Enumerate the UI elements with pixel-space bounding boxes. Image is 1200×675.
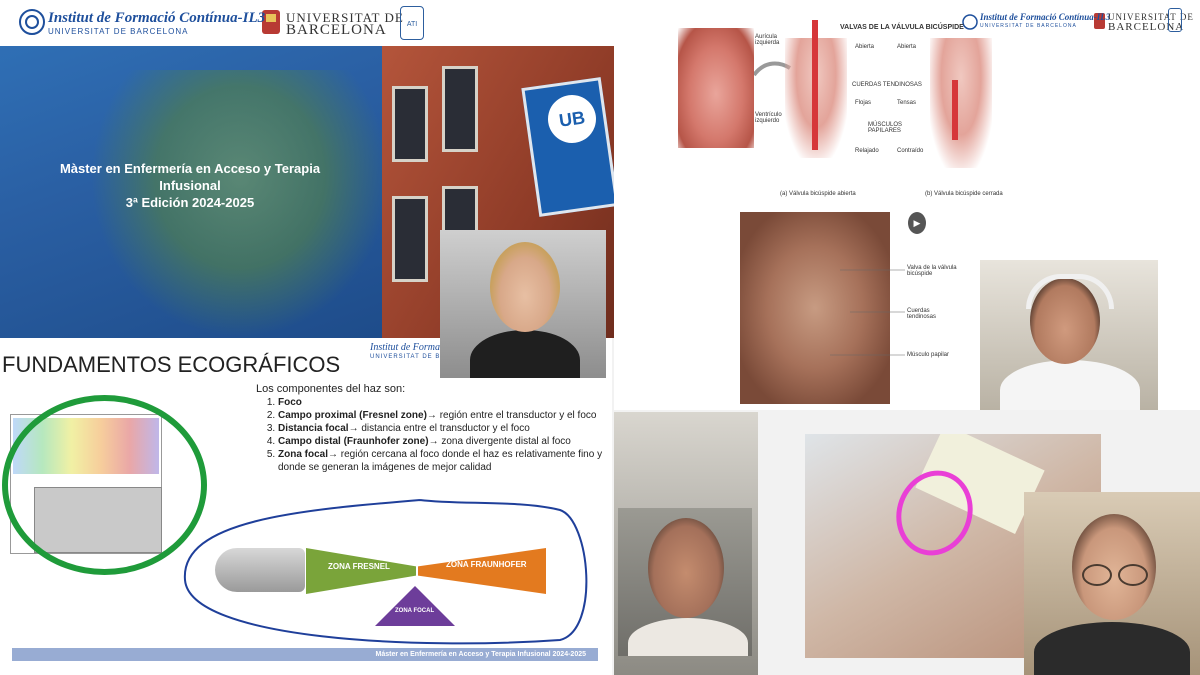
participant-body [1000, 360, 1140, 410]
components-list: Foco Campo proximal (Fresnel zone)→ regi… [254, 396, 604, 474]
list-item: Campo proximal (Fresnel zone)→ región en… [278, 409, 604, 422]
participant-body [628, 618, 748, 656]
master-title-line2: Infusional [159, 178, 221, 193]
video-tile-participant[interactable] [980, 260, 1158, 410]
slide-header-logo: Institut de Formació [370, 342, 453, 353]
label-abierta-2: Abierta [897, 44, 917, 50]
item-term: Campo proximal (Fresnel zone) [278, 410, 427, 421]
label-photo-cuerdas: Cuerdas tendinosas [907, 308, 937, 320]
list-item: Campo distal (Fraunhofer zone)→ zona div… [278, 435, 604, 448]
valve-header: VALVAS DE LA VÁLVULA BICÚSPIDE [840, 24, 964, 31]
participant-face [490, 242, 560, 332]
video-tile-participant[interactable] [1024, 492, 1200, 675]
red-flow-arrow [812, 20, 818, 150]
video-tile-participant[interactable] [440, 230, 606, 378]
master-title-line1: Màster en Enfermería en Acceso y Terapia [59, 161, 321, 176]
label-contraido: Contraído [897, 148, 924, 154]
tree-image [90, 70, 390, 338]
label-relajado: Relajado [855, 148, 879, 154]
slide-footer: Máster en Enfermería en Acceso y Terapia… [12, 648, 598, 661]
ultrasound-probe-icon [215, 548, 305, 592]
item-desc: → región cercana al foco donde el haz es… [278, 449, 603, 473]
zone-focal-label: ZONA FOCAL [395, 608, 435, 614]
zone-fresnel-label: ZONA FRESNEL [328, 562, 390, 571]
item-term: Zona focal [278, 449, 329, 460]
item-term: Foco [278, 397, 302, 408]
label-auricula: Aurícula izquierda [755, 34, 780, 46]
label-cuerdas: CUERDAS TENDINOSAS [852, 82, 922, 88]
label-photo-musculo: Músculo papilar [907, 352, 950, 358]
glasses-icon [1082, 564, 1112, 586]
label-abierta-1: Abierta [855, 44, 875, 50]
list-item: Foco [278, 396, 604, 409]
right-university-top: UNIVERSITAT DE [1108, 12, 1194, 22]
institute-subtitle: UNIVERSITAT DE BARCELONA [48, 27, 189, 36]
label-flojas: Flojas [855, 100, 872, 106]
slide-title: FUNDAMENTOS ECOGRÁFICOS [2, 352, 341, 377]
label-photo-valva: Valva de la válvula bicúspide [907, 265, 957, 277]
label-tensas: Tensas [897, 100, 917, 106]
red-flow-arrow [952, 80, 958, 140]
building-window [392, 196, 428, 282]
valve-closed-illustration [930, 38, 992, 168]
green-annotation-circle [2, 395, 207, 575]
slide-header-logo-sub: UNIVERSITAT DE BARCELONA [370, 354, 482, 360]
label-musculos: MÚSCULOS PAPILARES [868, 122, 903, 134]
caption-b: (b) Válvula bicúspide cerrada [925, 191, 1003, 197]
university-name: BARCELONA [286, 22, 387, 38]
ifc-logo-icon [962, 14, 978, 30]
master-edition: 3ª Edición 2024-2025 [125, 195, 255, 210]
item-desc: → distancia entre el transductor y el fo… [348, 423, 530, 434]
ifc-logo-icon [19, 9, 45, 35]
item-term: Campo distal (Fraunhofer zone) [278, 436, 429, 447]
building-window [442, 66, 478, 152]
play-icon[interactable]: ▶ [908, 212, 926, 234]
headset-icon [1026, 274, 1114, 309]
heart-dissection-photo [740, 212, 890, 404]
ati-badge: ATI [400, 6, 424, 40]
caption-a: (a) Válvula bicúspide abierta [780, 191, 856, 197]
building-window [392, 86, 428, 162]
list-item: Distancia focal→ distancia entre el tran… [278, 422, 604, 435]
zone-fraunhofer-label: ZONA FRAUNHOFER [446, 560, 527, 569]
components-intro: Los componentes del haz son: [256, 383, 406, 395]
item-desc: → zona divergente distal al foco [428, 436, 571, 447]
right-ati-badge [1168, 8, 1182, 32]
participant-body [470, 330, 580, 378]
participant-body [1034, 622, 1190, 675]
ub-shield-icon [262, 10, 280, 34]
list-item: Zona focal→ región cercana al foco donde… [278, 448, 604, 474]
ub-shield-icon [1094, 13, 1105, 29]
participant-face [648, 518, 724, 618]
glasses-icon [1118, 564, 1148, 586]
master-title: Màster en Enfermería en Acceso y Terapia… [40, 160, 340, 211]
label-ventriculo: Ventrículo izquierdo [755, 112, 782, 124]
item-desc: → región entre el transductor y el foco [426, 410, 597, 421]
right-institute-name: Institut de Formació Contínua-IL3 [980, 12, 1111, 22]
heart-illustration [678, 28, 754, 148]
right-institute-sub: UNIVERSITAT DE BARCELONA [980, 23, 1077, 29]
institute-name: Institut de Formació Contínua-IL3 [48, 10, 266, 26]
item-term: Distancia focal [278, 423, 349, 434]
right-university-name: BARCELONA [1108, 21, 1185, 33]
university-top: UNIVERSITAT DE [286, 10, 404, 25]
video-tile-participant[interactable] [618, 508, 752, 656]
